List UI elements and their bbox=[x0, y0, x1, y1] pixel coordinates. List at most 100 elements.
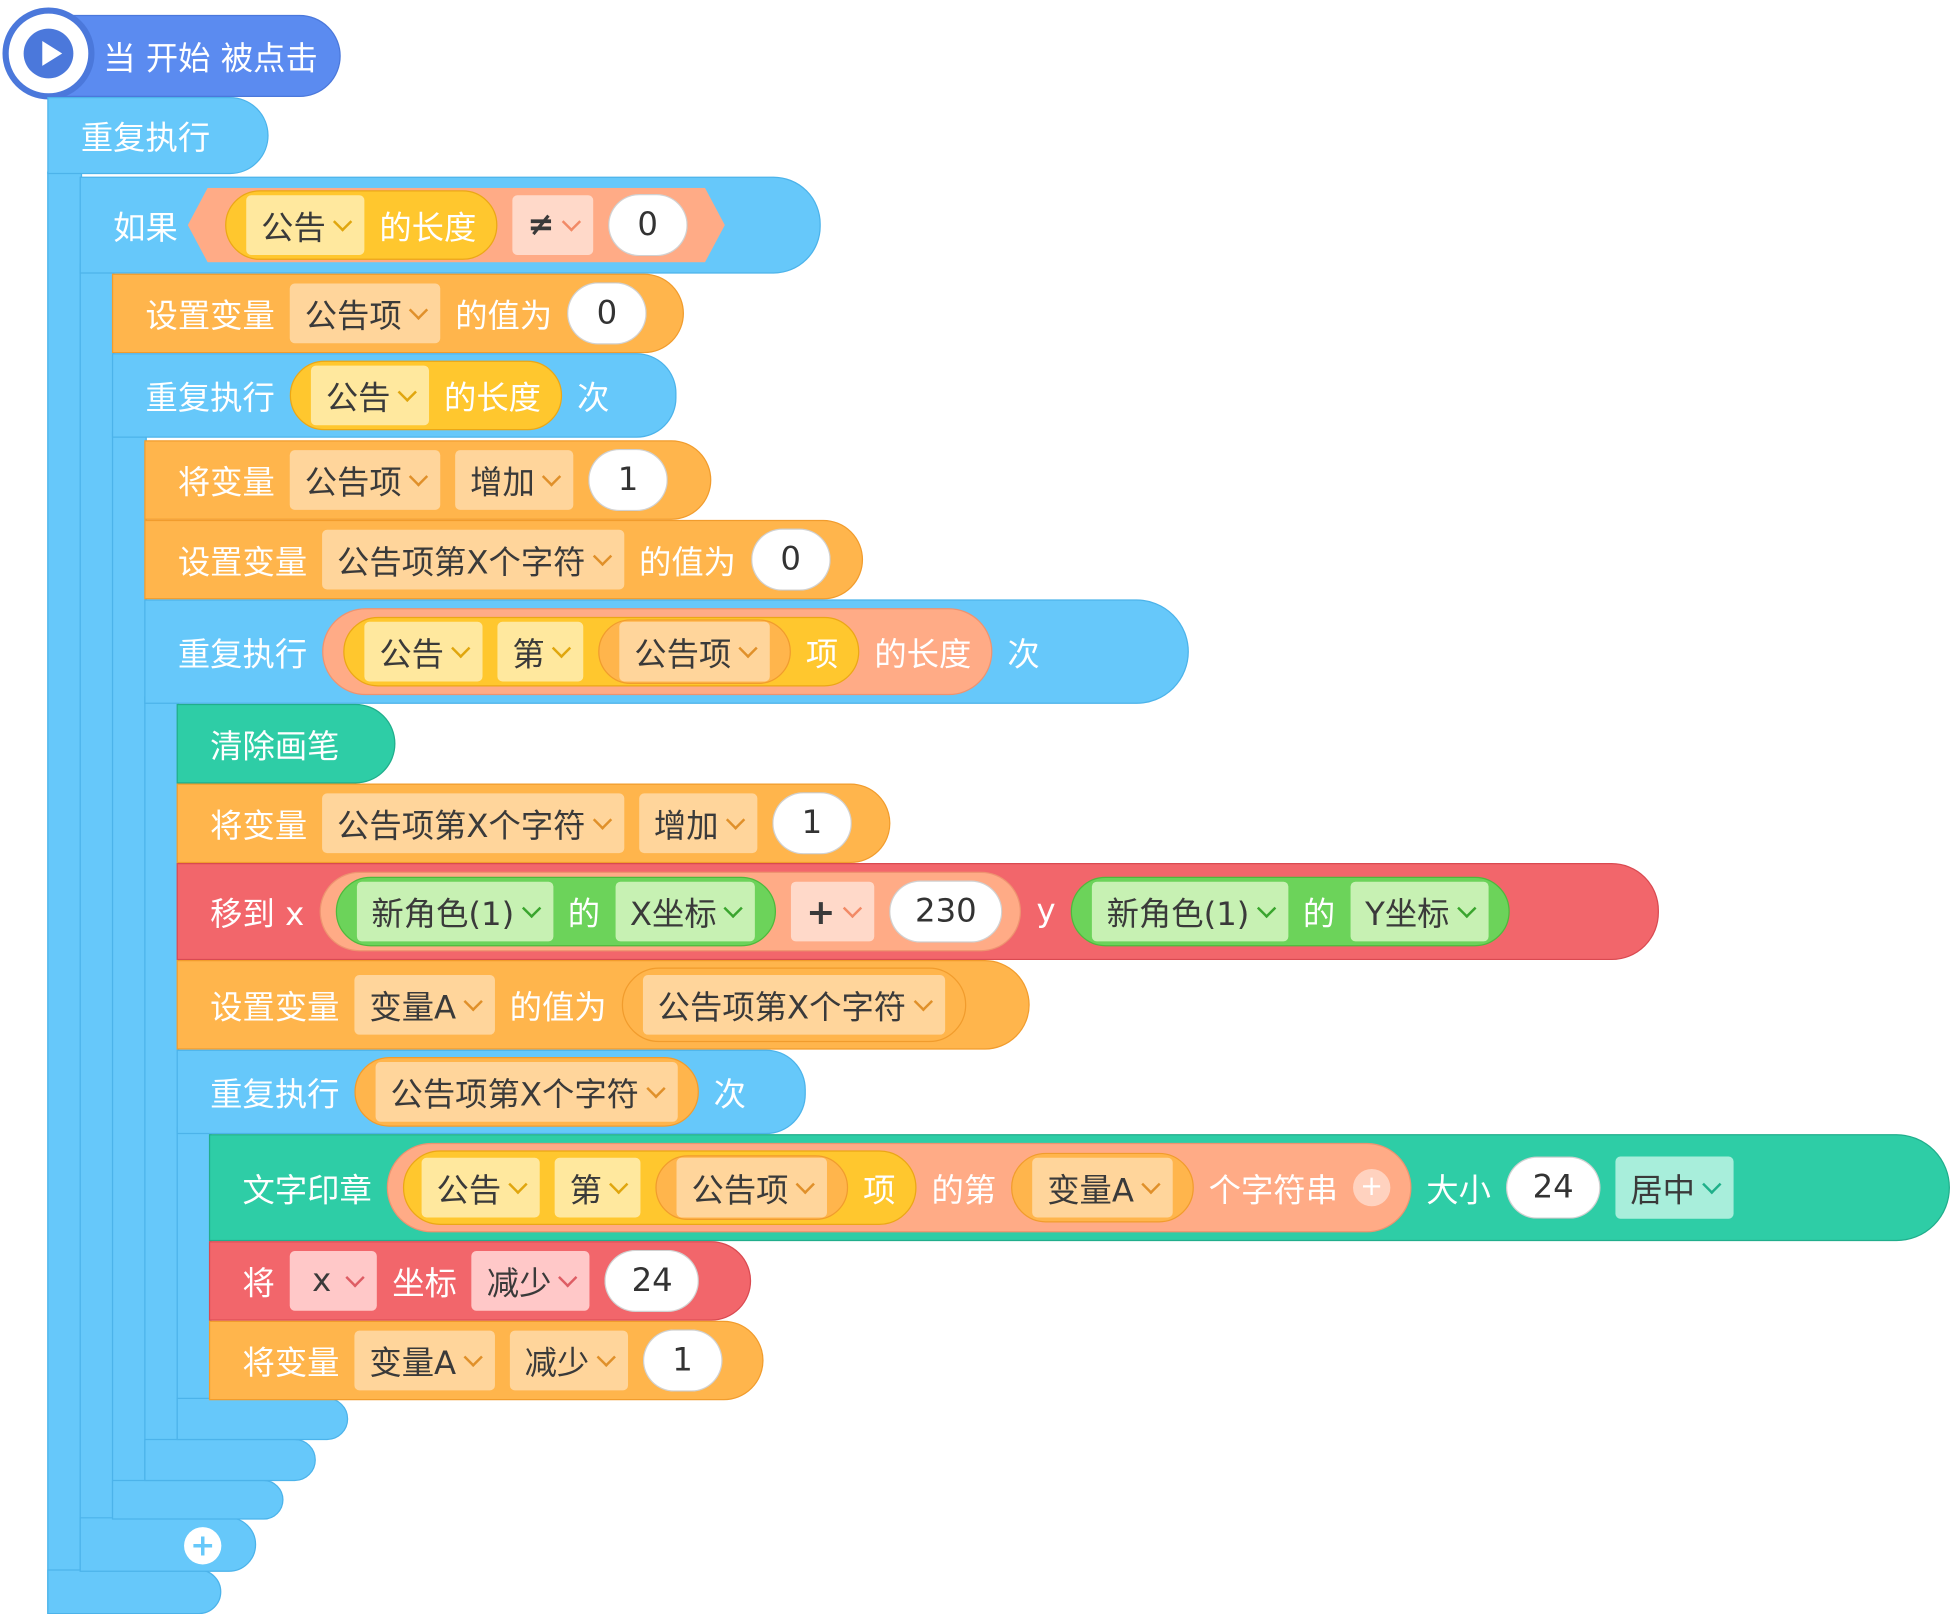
chevron-down-icon bbox=[1141, 1174, 1161, 1194]
coord-label: 坐标 bbox=[392, 1265, 457, 1303]
if-block[interactable]: 如果 公告 的长度 ≠ 0 bbox=[79, 176, 821, 274]
list-item-reporter[interactable]: 公告 第 公告项 项 bbox=[402, 1150, 917, 1225]
offset-input[interactable]: 230 bbox=[888, 880, 1003, 943]
property-dropdown[interactable]: X坐标 bbox=[614, 881, 756, 942]
value-of-label: 的值为 bbox=[455, 297, 553, 336]
list-dropdown[interactable]: 公告 bbox=[310, 365, 430, 426]
if-cap bbox=[79, 1517, 257, 1572]
repeat-label: 重复执行 bbox=[145, 379, 275, 418]
order-dropdown[interactable]: 第 bbox=[554, 1157, 641, 1218]
chevron-down-icon bbox=[725, 809, 746, 830]
operator-dropdown[interactable]: ≠ bbox=[512, 195, 593, 255]
chevron-down-icon bbox=[397, 382, 417, 402]
variable-reporter[interactable]: 公告项 bbox=[598, 619, 792, 684]
operation-dropdown[interactable]: 增加 bbox=[638, 793, 758, 854]
add-block-button[interactable]: + bbox=[184, 1527, 222, 1565]
compare-value-input[interactable]: 0 bbox=[608, 194, 688, 256]
add-operator-reporter[interactable]: 新角色(1) 的 X坐标 + 230 bbox=[319, 871, 1022, 952]
variable-dropdown[interactable]: 变量A bbox=[354, 1330, 495, 1391]
sprite-dropdown[interactable]: 新角色(1) bbox=[1091, 881, 1288, 942]
axis-dropdown[interactable]: x bbox=[289, 1251, 378, 1311]
chevron-down-icon bbox=[592, 546, 612, 566]
operator-dropdown[interactable]: + bbox=[791, 881, 874, 942]
text-stamp-block[interactable]: 文字印章 公告 第 公告项 项 的第 bbox=[208, 1134, 1950, 1242]
value-input[interactable]: 1 bbox=[772, 792, 852, 855]
variable-dropdown[interactable]: 公告项第X个字符 bbox=[642, 974, 945, 1035]
move-to-block[interactable]: 移到 x 新角色(1) 的 X坐标 + 230 y 新角色 bbox=[176, 863, 1659, 961]
value-input[interactable]: 0 bbox=[750, 528, 831, 591]
align-dropdown[interactable]: 居中 bbox=[1615, 1156, 1734, 1219]
change-char-block[interactable]: 将变量 公告项第X个字符 增加 1 bbox=[176, 783, 891, 864]
length-reporter[interactable]: 公告 第 公告项 项 的长度 bbox=[322, 608, 993, 696]
forever-label: 重复执行 bbox=[80, 120, 211, 158]
chevron-down-icon bbox=[842, 898, 862, 918]
variable-dropdown[interactable]: 变量A bbox=[1032, 1157, 1173, 1218]
sprite-x-reporter[interactable]: 新角色(1) 的 X坐标 bbox=[335, 876, 777, 947]
list-dropdown[interactable]: 公告 bbox=[421, 1157, 540, 1218]
repeat-outer-block[interactable]: 重复执行 公告 的长度 次 bbox=[111, 353, 677, 438]
chevron-down-icon bbox=[521, 898, 541, 918]
add-param-button[interactable]: + bbox=[1352, 1168, 1391, 1207]
clear-pen-block[interactable]: 清除画笔 bbox=[176, 703, 396, 784]
operation-dropdown[interactable]: 减少 bbox=[509, 1330, 628, 1391]
variable-reporter[interactable]: 变量A bbox=[1011, 1152, 1194, 1223]
set-var-a-block[interactable]: 设置变量 变量A 的值为 公告项第X个字符 bbox=[176, 960, 1030, 1050]
variable-dropdown[interactable]: 公告项 bbox=[619, 621, 770, 682]
when-start-clicked-block[interactable]: 当 开始 被点击 bbox=[49, 14, 341, 98]
variable-dropdown[interactable]: 公告项 bbox=[289, 450, 441, 510]
value-input[interactable]: 24 bbox=[604, 1249, 700, 1312]
variable-dropdown[interactable]: 公告项第X个字符 bbox=[322, 529, 625, 590]
length-reporter[interactable]: 公告 的长度 bbox=[225, 190, 497, 260]
variable-dropdown[interactable]: 公告项 bbox=[289, 283, 441, 344]
change-x-block[interactable]: 将 x 坐标 减少 24 bbox=[208, 1241, 752, 1321]
length-label: 的长度 bbox=[444, 379, 542, 418]
change-item-block[interactable]: 将变量 公告项 增加 1 bbox=[144, 440, 712, 520]
length-reporter[interactable]: 公告 的长度 bbox=[289, 360, 563, 431]
list-dropdown[interactable]: 公告 bbox=[364, 621, 483, 682]
length-label: 的长度 bbox=[874, 636, 972, 674]
variable-reporter[interactable]: 公告项第X个字符 bbox=[354, 1057, 699, 1127]
forever-block[interactable]: 重复执行 bbox=[47, 97, 269, 175]
size-input[interactable]: 24 bbox=[1505, 1156, 1601, 1219]
chevron-down-icon bbox=[738, 638, 758, 658]
chevron-down-icon bbox=[408, 466, 429, 486]
list-item-reporter[interactable]: 公告 第 公告项 项 bbox=[343, 616, 860, 687]
times-label: 次 bbox=[1007, 636, 1040, 674]
variable-reporter[interactable]: 公告项第X个字符 bbox=[621, 967, 966, 1043]
repeat-char-block[interactable]: 重复执行 公告项第X个字符 次 bbox=[176, 1049, 806, 1135]
value-input[interactable]: 0 bbox=[567, 282, 647, 345]
variable-dropdown[interactable]: 公告项第X个字符 bbox=[375, 1062, 678, 1122]
play-button[interactable] bbox=[2, 7, 95, 100]
property-dropdown[interactable]: Y坐标 bbox=[1350, 881, 1489, 942]
chevron-down-icon bbox=[1256, 898, 1276, 918]
change-label: 将 bbox=[242, 1265, 275, 1303]
operation-dropdown[interactable]: 减少 bbox=[471, 1251, 591, 1311]
not-equal-condition[interactable]: 公告 的长度 ≠ 0 bbox=[188, 188, 725, 263]
variable-reporter[interactable]: 公告项 bbox=[655, 1155, 849, 1220]
chevron-down-icon bbox=[345, 1267, 366, 1287]
sprite-dropdown[interactable]: 新角色(1) bbox=[356, 881, 553, 942]
clear-pen-label: 清除画笔 bbox=[210, 728, 340, 766]
list-dropdown[interactable]: 公告 bbox=[246, 195, 364, 255]
repeat-outer-cap bbox=[111, 1479, 284, 1520]
substring-reporter[interactable]: 公告 第 公告项 项 的第 变量A bbox=[386, 1142, 1412, 1233]
variable-dropdown[interactable]: 公告项第X个字符 bbox=[322, 793, 625, 854]
order-dropdown[interactable]: 第 bbox=[497, 621, 584, 682]
chevron-down-icon bbox=[609, 1174, 629, 1194]
change-var-a-block[interactable]: 将变量 变量A 减少 1 bbox=[208, 1320, 764, 1401]
repeat-inner-block[interactable]: 重复执行 公告 第 公告项 项 的长度 bbox=[144, 599, 1189, 704]
operation-dropdown[interactable]: 增加 bbox=[455, 450, 574, 510]
variable-dropdown[interactable]: 公告项 bbox=[676, 1157, 828, 1218]
chevron-down-icon bbox=[646, 1078, 666, 1098]
of-label: 的 bbox=[567, 896, 601, 934]
value-input[interactable]: 1 bbox=[642, 1329, 723, 1392]
chevron-down-icon bbox=[592, 809, 612, 830]
set-char-block[interactable]: 设置变量 公告项第X个字符 的值为 0 bbox=[144, 519, 864, 600]
sprite-y-reporter[interactable]: 新角色(1) 的 Y坐标 bbox=[1070, 876, 1510, 947]
forever-rail bbox=[47, 171, 83, 1614]
variable-dropdown[interactable]: 变量A bbox=[354, 974, 495, 1035]
plus-icon: + bbox=[1360, 1171, 1384, 1203]
chevron-down-icon bbox=[508, 1174, 528, 1194]
value-input[interactable]: 1 bbox=[588, 448, 668, 512]
set-item-block[interactable]: 设置变量 公告项 的值为 0 bbox=[111, 273, 684, 354]
